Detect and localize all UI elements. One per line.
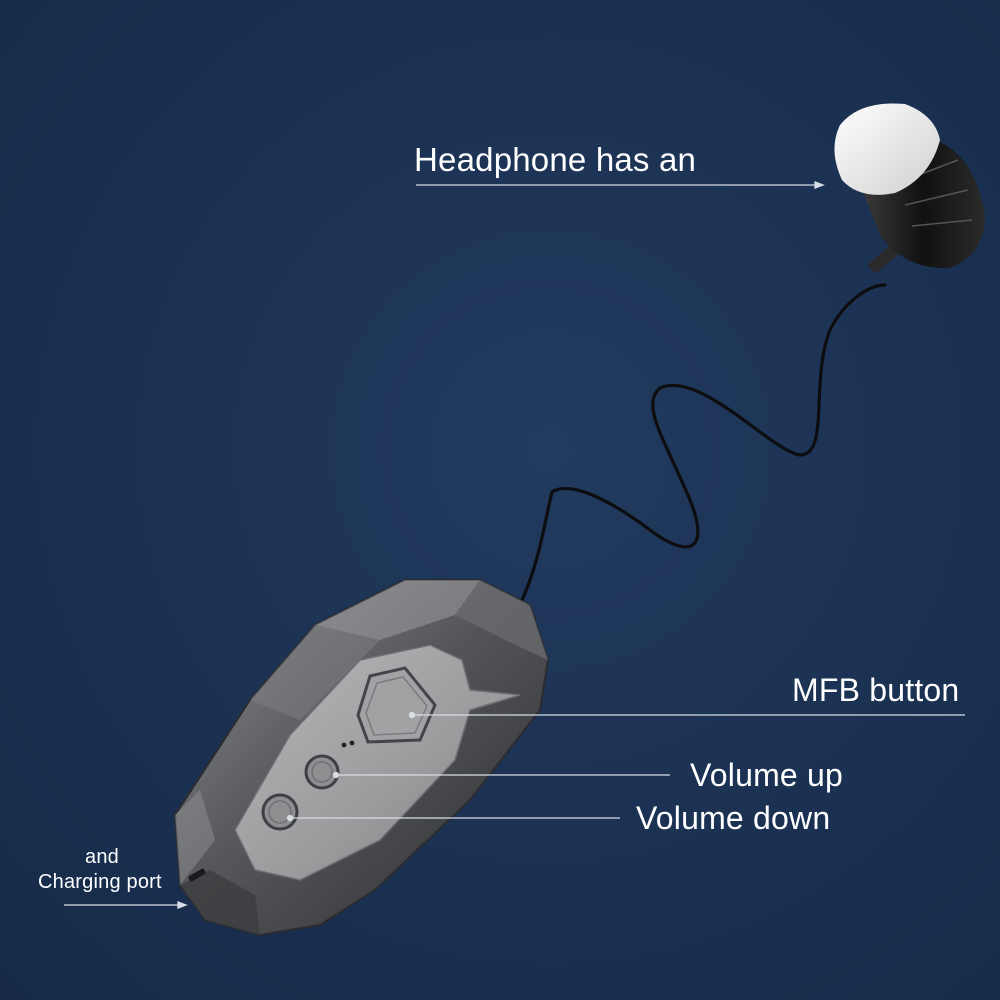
volume-up-label: Volume up: [690, 757, 844, 793]
headphone-label: Headphone has an: [414, 141, 697, 178]
callout-lines: [64, 181, 965, 909]
charging-label-line1: and: [85, 846, 119, 868]
charging-arrow-icon: [177, 901, 188, 909]
volume-down-label: Volume down: [636, 800, 831, 836]
cable: [520, 283, 887, 602]
remote-device: [173, 579, 550, 937]
mfb-button-label: MFB button: [792, 672, 960, 708]
volume-down-button: [261, 793, 299, 831]
headphone-arrow-icon: [814, 181, 825, 189]
mfb-button: [356, 666, 437, 744]
charging-port: [188, 868, 206, 882]
volume-up-button: [304, 754, 340, 790]
mic-hole-icon: [349, 740, 355, 746]
earbud: [834, 103, 985, 273]
charging-port-label: Charging port: [38, 871, 162, 893]
front-panel: [234, 644, 521, 881]
mic-hole-icon: [341, 742, 347, 748]
